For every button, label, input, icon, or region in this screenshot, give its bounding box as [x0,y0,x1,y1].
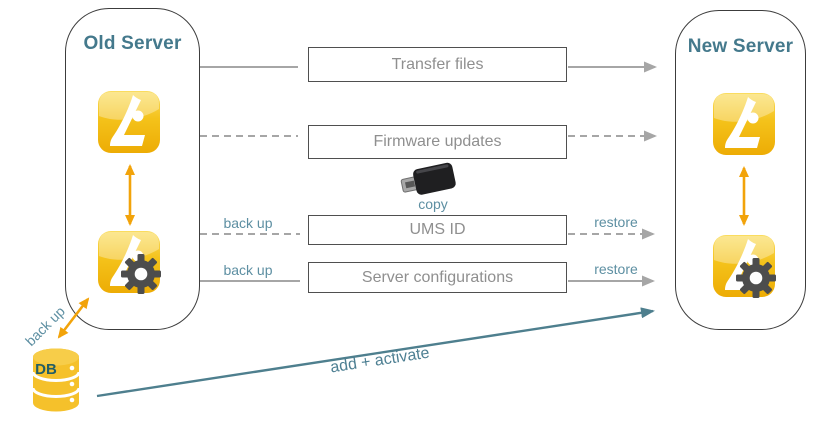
transfer-files-label: Transfer files [391,55,484,73]
ums-id-label: UMS ID [409,221,466,238]
igel-app-icon-old [98,91,160,153]
database-icon [31,348,81,412]
igel-config-icon-old [98,231,161,294]
step-box-server-configurations: Server configurations [308,262,567,293]
restore-label-config: restore [594,261,638,277]
old-server-title: Old Server [83,33,182,54]
igel-app-icon-new [713,93,775,155]
restore-label-ums: restore [594,214,638,230]
firmware-updates-label: Firmware updates [373,133,502,150]
back-up-label-ums: back up [223,215,273,231]
copy-label: copy [418,196,448,212]
igel-config-icon-new [713,235,776,298]
back-up-label-config: back up [223,262,273,278]
usb-drive-icon [400,162,456,195]
gear-icon [736,258,776,298]
db-label: DB [35,361,57,378]
step-box-ums-id: UMS ID [308,215,567,245]
new-server-title: New Server [687,36,794,57]
step-box-transfer-files: Transfer files [308,47,567,82]
gear-icon [121,254,161,294]
step-box-firmware-updates: Firmware updates [308,125,567,159]
add-activate-label: add + activate [329,344,431,377]
server-configurations-label: Server configurations [361,268,514,286]
